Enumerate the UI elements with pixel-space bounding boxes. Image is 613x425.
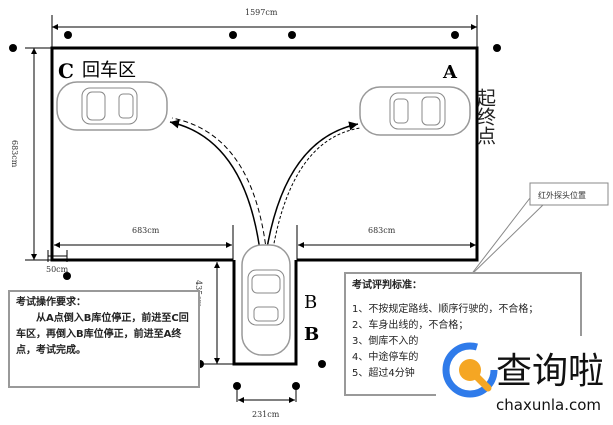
sensor-label: 红外探头位置: [538, 190, 586, 200]
watermark-logo-icon: [442, 342, 498, 398]
car-c: [56, 81, 168, 131]
watermark-url: chaxunla.com: [496, 396, 601, 414]
watermark-name: 查询啦: [496, 351, 605, 392]
criteria-item: 3、倒库不入的: [352, 336, 419, 347]
dim-bay-width: 231cm: [252, 410, 280, 419]
criteria-item: 1、不按规定路线、顺序行驶的，不合格；: [352, 304, 539, 315]
car-b: [241, 244, 291, 356]
requirements-box: 考试操作要求： 从A点倒入B库位停正，前进至C回车区，再倒入B库位停正，前进至A…: [8, 290, 200, 388]
requirements-body: 从A点倒入B库位停正，前进至C回车区，再倒入B库位停正，前进至A终点，考试完成。: [16, 313, 189, 356]
label-start-end: 起终点: [474, 88, 496, 145]
label-b-2: B: [304, 324, 319, 345]
dim-height: 683cm: [10, 140, 19, 168]
requirements-title: 考试操作要求：: [16, 297, 86, 308]
path-to-c: [169, 119, 263, 269]
criteria-item: 2、车身出线的，不合格；: [352, 320, 469, 331]
field-outline: [50, 46, 479, 262]
label-b-1: B: [304, 292, 317, 313]
label-c: C: [58, 59, 74, 83]
car-a: [359, 86, 471, 136]
dim-total-width: 1597cm: [245, 8, 278, 17]
dim-left-width: 683cm: [132, 226, 160, 235]
label-return-zone: 回车区: [82, 60, 136, 81]
criteria-item: 4、中途停车的: [352, 352, 419, 363]
dim-right-width: 683cm: [368, 226, 396, 235]
label-a: A: [442, 62, 458, 83]
criteria-title: 考试评判标准：: [352, 280, 422, 291]
watermark: 查询啦 chaxunla.com: [436, 336, 613, 425]
path-to-a: [263, 121, 359, 269]
bay-b-outline: [232, 260, 298, 366]
dim-offset: 50cm: [46, 265, 69, 274]
criteria-item: 5、超过4分钟: [352, 368, 415, 379]
